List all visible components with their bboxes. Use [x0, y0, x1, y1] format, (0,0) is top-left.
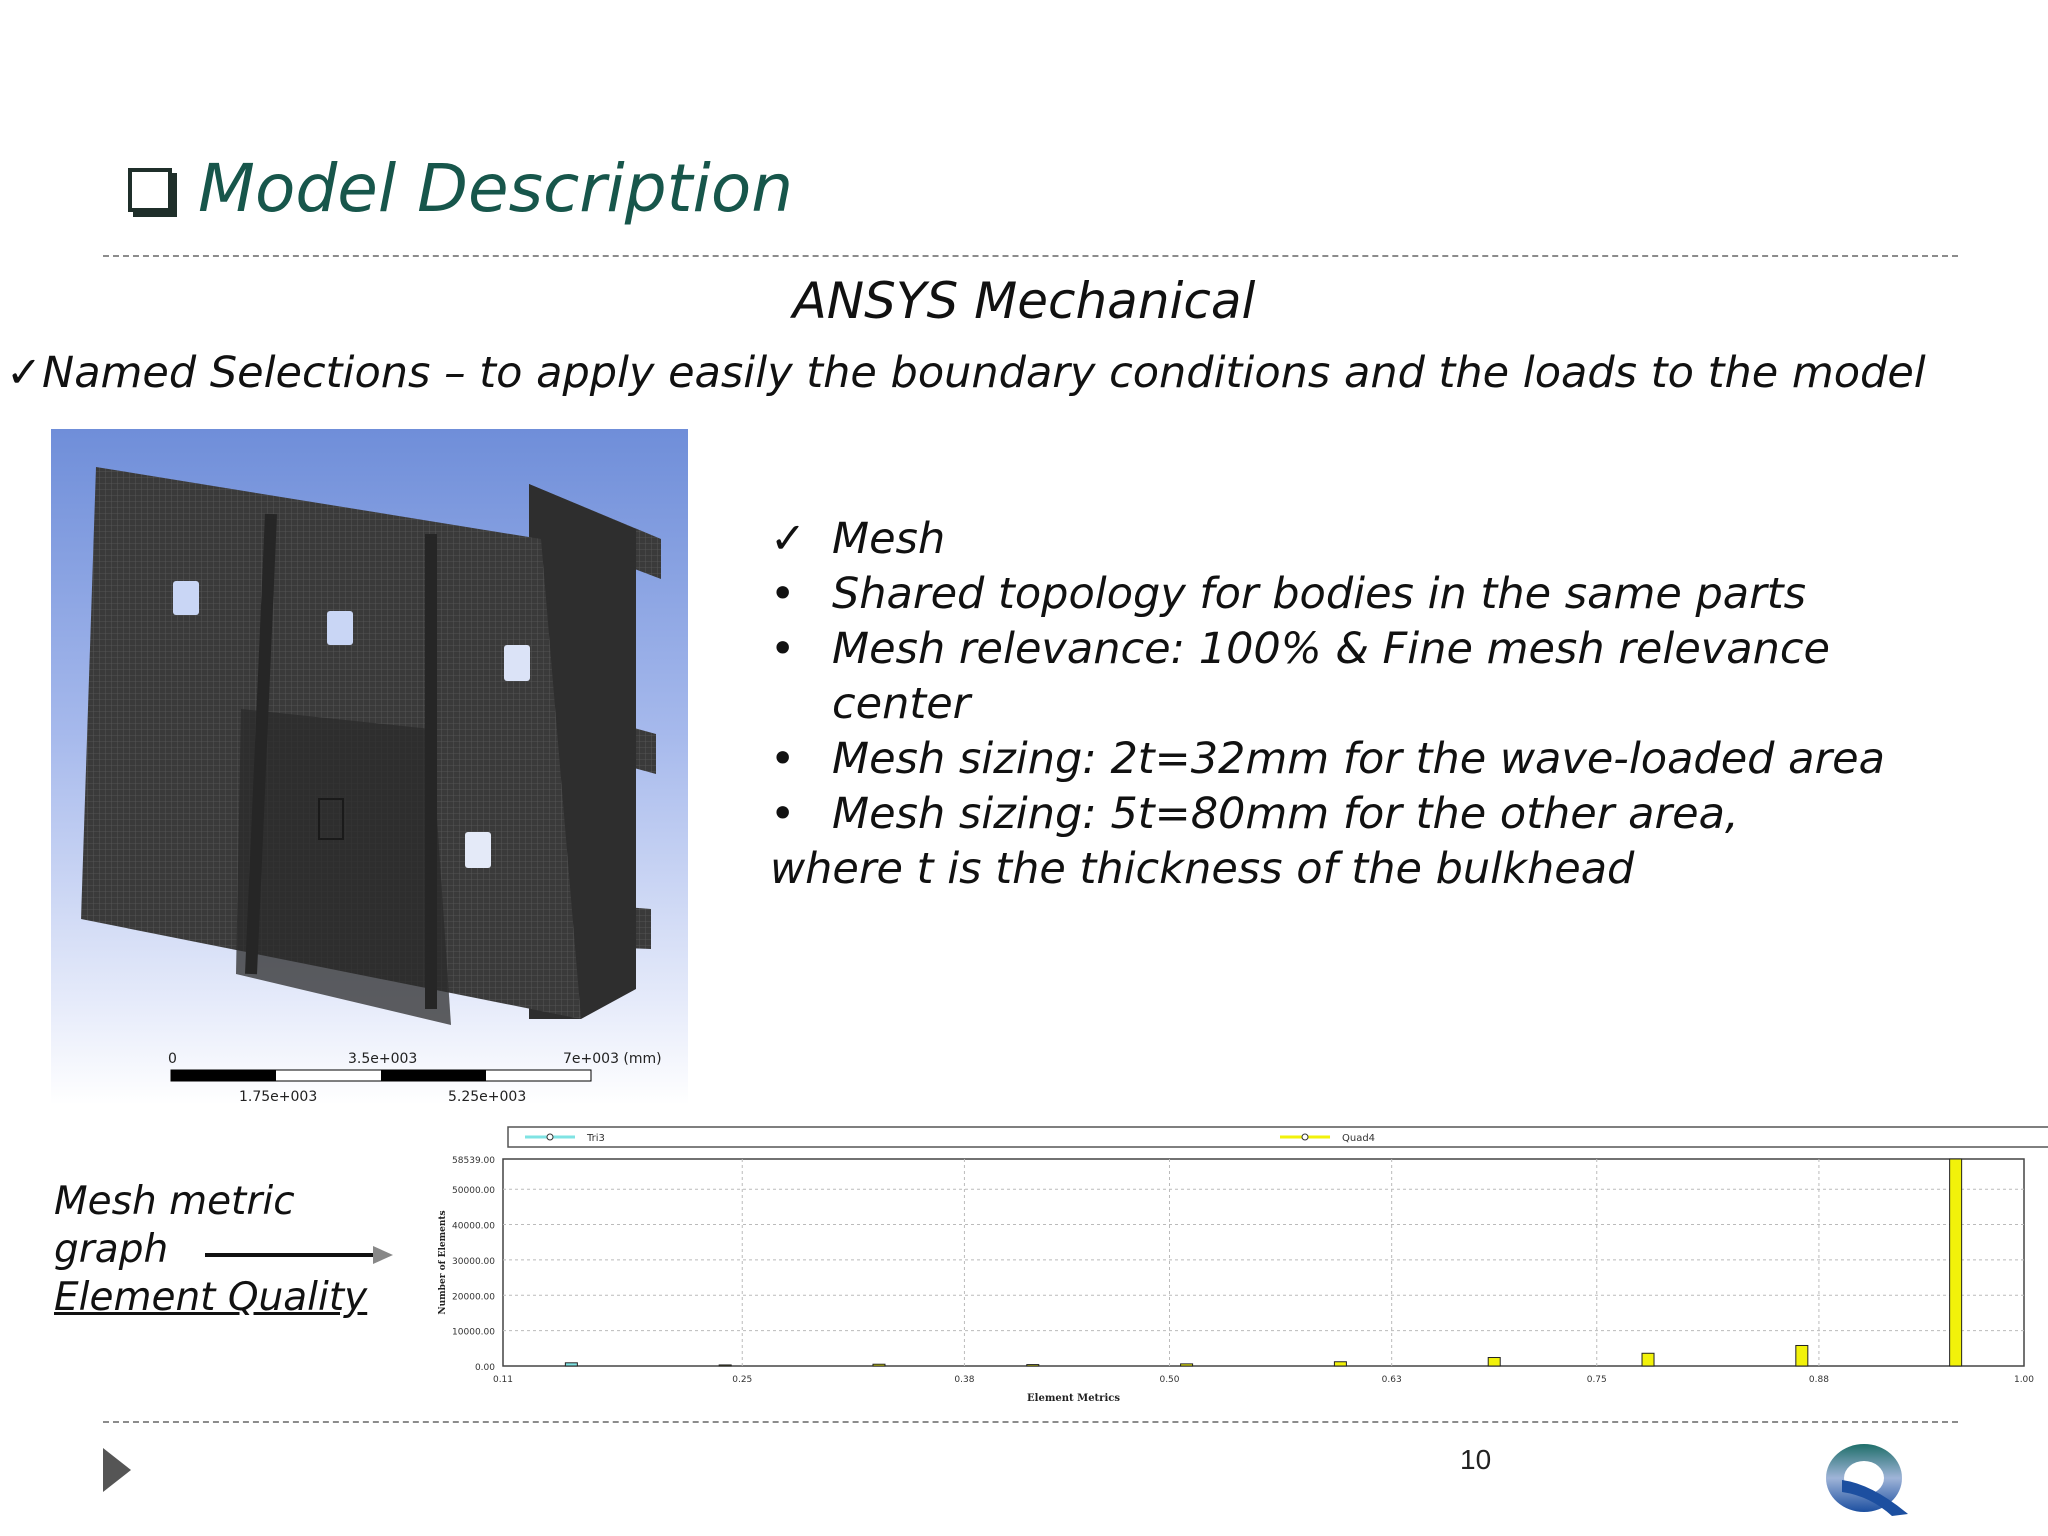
bar-tri3 [564, 1362, 578, 1367]
bullet-dot: • [770, 734, 796, 784]
y-tick-label: 10000.00 [452, 1328, 495, 1338]
x-tick-label: 0.75 [1587, 1375, 1607, 1385]
check-icon: ✓ [770, 514, 807, 564]
x-tick-label: 1.00 [2014, 1375, 2034, 1385]
bullet-text: Shared topology for bodies in the same p… [832, 569, 1807, 619]
title-checkbox-icon [128, 168, 172, 212]
mesh-model-image: 0 3.5e+003 7e+003 (mm) 1.75e+003 5.25e+0… [51, 429, 688, 1105]
stiffeners [245, 513, 437, 1009]
named-selections-line: ✓Named Selections – to apply easily the … [6, 348, 1926, 398]
x-tick-label: 0.25 [732, 1375, 752, 1385]
bullet-dot: • [770, 624, 796, 674]
dense-mesh-region [236, 709, 451, 1025]
bullet-text: Mesh sizing: 5t=80mm for the other area, [832, 789, 1739, 839]
bar-quad4 [1487, 1357, 1501, 1367]
bar-quad4 [872, 1363, 886, 1367]
x-tick-label: 0.11 [493, 1375, 513, 1385]
bar-quad4 [1026, 1364, 1040, 1367]
bullet-dot: • [770, 569, 796, 619]
y-axis-label: Number of Elements [438, 1210, 448, 1314]
mesh-metric-label: Mesh metric graph Element Quality [54, 1178, 367, 1322]
scale-label-3-5: 3.5e+003 [348, 1051, 417, 1067]
legend-label-tri3: Tri3 [586, 1133, 605, 1144]
check-icon: ✓ [6, 348, 43, 398]
scale-label-7: 7e+003 (mm) [563, 1051, 662, 1067]
named-selections-text: Named Selections – to apply easily the b… [42, 348, 1926, 398]
mesh-bullet-list: ✓ Mesh • Shared topology for bodies in t… [770, 512, 1970, 897]
bullet-shared: • Shared topology for bodies in the same… [770, 567, 1970, 622]
y-tick-label: 40000.00 [452, 1222, 495, 1232]
y-tick-label: 50000.00 [452, 1186, 495, 1196]
y-tick-label: 58539.00 [452, 1156, 495, 1166]
mesh-metric-line1: Mesh metric [54, 1179, 295, 1224]
arrow-right-icon [205, 1246, 393, 1264]
bar-quad4 [718, 1364, 732, 1367]
scale-label-5-25: 5.25e+003 [448, 1089, 526, 1105]
opening-3 [504, 645, 530, 681]
element-quality-chart: Tri3 Quad4 58539.00 50000.00 40000.00 30000.0… [438, 1126, 2048, 1404]
chart-legend-box [507, 1126, 2048, 1148]
x-tick-label: 0.38 [954, 1375, 974, 1385]
bullet-sizing-other: • Mesh sizing: 5t=80mm for the other are… [770, 787, 1970, 842]
next-slide-triangle-icon[interactable] [103, 1448, 131, 1492]
opening-4 [465, 832, 491, 868]
bar-quad4 [1180, 1363, 1194, 1367]
x-tick-label: 0.88 [1809, 1375, 1829, 1385]
x-axis-label: Element Metrics [1027, 1393, 1120, 1404]
chart-plot-area [502, 1158, 2025, 1367]
y-tick-label: 30000.00 [452, 1257, 495, 1267]
opening-1 [173, 581, 199, 615]
page-number: 10 [1460, 1444, 1492, 1475]
bullet-text: Mesh sizing: 2t=32mm for the wave-loaded… [832, 734, 1885, 784]
scale-label-0: 0 [168, 1051, 177, 1067]
scale-bar-seg1 [171, 1070, 276, 1081]
bullet-note: where t is the thickness of the bulkhead [770, 844, 1635, 894]
bullet-dot: • [770, 789, 796, 839]
bar-quad4 [1949, 1158, 1963, 1367]
top-divider [103, 255, 1958, 257]
bullet-text: Mesh [832, 514, 946, 564]
scale-bar-seg2 [381, 1070, 486, 1081]
subtitle: ANSYS Mechanical [792, 272, 1256, 330]
bar-quad4 [1795, 1344, 1809, 1367]
bottom-divider [103, 1421, 1958, 1423]
legend-marker-quad4 [1301, 1133, 1309, 1141]
bar-quad4 [1333, 1361, 1347, 1367]
opening-2 [327, 611, 353, 645]
bullet-relevance: • Mesh relevance: 100% & Fine mesh relev… [770, 622, 1970, 732]
legend-label-quad4: Quad4 [1342, 1133, 1375, 1144]
bar-quad4 [1641, 1352, 1655, 1367]
x-tick-label: 0.50 [1159, 1375, 1179, 1385]
y-tick-label: 0.00 [475, 1363, 495, 1373]
legend-marker-tri3 [546, 1133, 554, 1141]
mesh-metric-line2: graph [54, 1227, 169, 1272]
scale-label-1-75: 1.75e+003 [239, 1089, 317, 1105]
mesh-model-drawing: 0 3.5e+003 7e+003 (mm) 1.75e+003 5.25e+0… [81, 467, 662, 1105]
bullet-text-cont: center [832, 679, 971, 729]
bullet-sizing-wave: • Mesh sizing: 2t=32mm for the wave-load… [770, 732, 1970, 787]
bullet-text: Mesh relevance: 100% & Fine mesh relevan… [832, 624, 1830, 674]
x-tick-label: 0.63 [1382, 1375, 1402, 1385]
opening-outline [318, 798, 344, 840]
y-tick-label: 20000.00 [452, 1292, 495, 1302]
mesh-metric-line3: Element Quality [54, 1275, 368, 1320]
company-logo-icon [1826, 1444, 1908, 1516]
bullet-mesh: ✓ Mesh [770, 512, 1970, 567]
page-title: Model Description [198, 150, 794, 227]
